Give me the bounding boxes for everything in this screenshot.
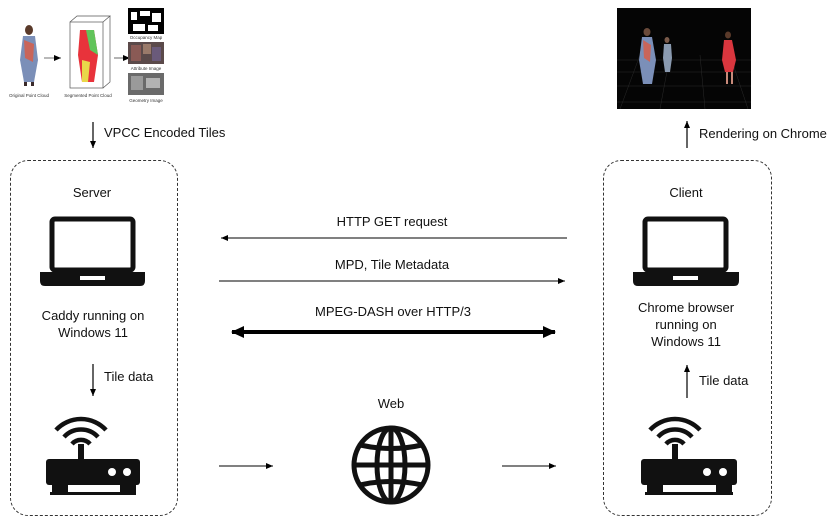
client-laptop-icon (633, 216, 739, 286)
geometry-image-label: Geometry Image (129, 98, 163, 103)
web-label: Web (377, 396, 405, 411)
server-title: Server (72, 185, 112, 200)
globe-icon (351, 425, 431, 505)
client-caption-line2: running on (655, 317, 717, 332)
dash-label: MPEG-DASH over HTTP/3 (314, 304, 472, 319)
http-get-label: HTTP GET request (336, 214, 448, 229)
attribute-image (128, 42, 164, 64)
client-title: Client (669, 185, 703, 200)
server-caption-line2: Windows 11 (58, 325, 128, 340)
occupancy-map-label: Occupancy Map (129, 35, 163, 40)
segmented-point-cloud-figure (69, 15, 111, 89)
rendered-scene-image (617, 8, 751, 110)
client-router-icon (641, 416, 737, 495)
server-router-icon (46, 416, 140, 495)
segmented-point-cloud-label: Segmented Point Cloud (64, 93, 112, 98)
client-caption-line1: Chrome browser (637, 300, 735, 315)
server-caption-line1: Caddy running on (41, 308, 145, 323)
client-caption-line3: Windows 11 (651, 334, 721, 349)
encoded-tiles-label: VPCC Encoded Tiles (104, 125, 226, 140)
server-container (10, 160, 178, 516)
client-container (603, 160, 772, 516)
rendering-label: Rendering on Chrome (699, 126, 827, 141)
attribute-image-label: Attribute Image (130, 66, 162, 71)
server-tile-data-label: Tile data (104, 369, 154, 384)
original-point-cloud-figure (20, 25, 38, 86)
server-laptop-icon (40, 216, 145, 286)
occupancy-map-image (128, 8, 164, 34)
client-tile-data-label: Tile data (699, 373, 749, 388)
metadata-label: MPD, Tile Metadata (334, 257, 450, 272)
original-point-cloud-label: Original Point Cloud (8, 93, 50, 98)
geometry-image (128, 73, 164, 95)
